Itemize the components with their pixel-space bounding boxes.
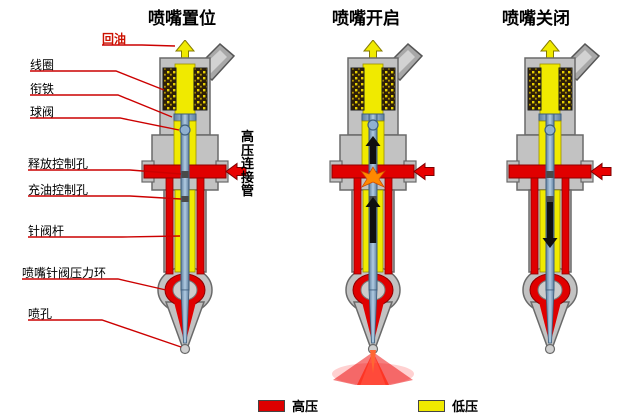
column-title-closed: 喷嘴关闭 <box>502 9 570 29</box>
part-label-needle-stem: 针阀杆 <box>28 224 65 238</box>
part-label-coil: 线圈 <box>30 58 55 72</box>
low-pressure-label: 低压 <box>452 400 479 415</box>
part-label-ball-valve: 球阀 <box>30 105 55 119</box>
hp-pipe-label: 高压连接管 <box>241 130 255 199</box>
part-label-pressure-ring: 喷嘴针阀压力环 <box>22 266 107 280</box>
low-pressure-swatch <box>418 399 445 412</box>
injector-closed <box>506 40 612 355</box>
return-oil-label: 回油 <box>102 32 127 46</box>
high-pressure-swatch <box>258 399 285 412</box>
part-label-fill-orifice: 充油控制孔 <box>28 183 89 197</box>
high-pressure-label: 高压 <box>292 400 319 415</box>
legend-item-low-pressure: 低压 <box>418 396 478 415</box>
injector-set <box>141 40 247 355</box>
legend-item-high-pressure: 高压 <box>258 396 318 415</box>
part-label-armature: 衔铁 <box>30 82 55 96</box>
part-label-spray-hole: 喷孔 <box>28 307 53 321</box>
column-title-set: 喷嘴置位 <box>148 9 216 29</box>
injector-open <box>329 40 435 385</box>
column-title-open: 喷嘴开启 <box>332 9 400 29</box>
part-label-release-orifice: 释放控制孔 <box>28 157 89 171</box>
